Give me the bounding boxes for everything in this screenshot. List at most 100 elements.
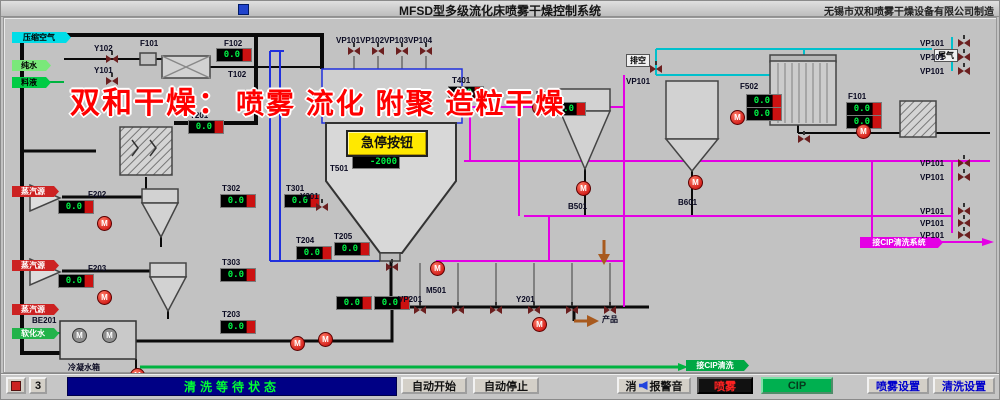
auto-stop-button[interactable]: 自动停止 [473, 377, 539, 394]
source-tag: 接CIP清洗 [686, 360, 749, 371]
speaker-icon [638, 381, 648, 390]
valve-icon[interactable] [106, 51, 118, 64]
cip-mode-button[interactable]: CIP [761, 377, 833, 394]
pump-icon[interactable]: M [72, 328, 87, 343]
manufacturer-text: 无锡市双和喷雾干燥设备有限公司制造 [824, 7, 994, 18]
device-label: 产品 [602, 315, 618, 324]
pump-icon[interactable]: M [688, 175, 703, 190]
blue-pipes [269, 50, 380, 262]
device-label: F501 [536, 90, 555, 99]
source-tag: 压缩空气 [12, 32, 71, 43]
device-label: F102 [224, 39, 243, 48]
valve-label: VP102 [360, 36, 385, 45]
valve-label: VP101 [920, 173, 945, 182]
valve-label: VP101 [920, 231, 945, 240]
source-tag: 蒸汽源 [12, 260, 59, 271]
valve-icon[interactable] [372, 43, 384, 56]
product-drop-arrow [598, 254, 610, 265]
valve-icon[interactable] [958, 169, 970, 182]
value-display: 0.0 [220, 268, 256, 282]
watermark-slogan: 喷雾 流化 附聚 造粒干燥 [236, 88, 566, 119]
pump-icon[interactable]: M [532, 100, 547, 115]
valve-icon[interactable] [798, 131, 810, 144]
source-tag: 蒸汽源 [12, 304, 59, 315]
valve-icon[interactable] [958, 215, 970, 228]
valve-icon[interactable] [528, 302, 540, 315]
valve-icon[interactable] [604, 302, 616, 315]
pump-icon[interactable]: M [532, 317, 547, 332]
cip-arrow [982, 238, 994, 246]
pump-icon[interactable]: M [102, 328, 117, 343]
valve-icon[interactable] [650, 61, 662, 74]
emergency-stop-button[interactable]: 急停按钮 [346, 130, 428, 157]
device-label: T301 [286, 184, 305, 193]
valve-icon[interactable] [566, 302, 578, 315]
valve-icon[interactable] [452, 302, 464, 315]
unit-badge [872, 116, 881, 128]
auto-start-button[interactable]: 自动开始 [401, 377, 467, 394]
source-tag: 蒸汽源 [12, 186, 59, 197]
pump-icon[interactable]: M [730, 110, 745, 125]
pump-icon[interactable]: M [318, 332, 333, 347]
spray-settings-button[interactable]: 喷雾设置 [867, 377, 929, 394]
device-label: BE201 [32, 316, 57, 325]
unit-badge [246, 269, 255, 281]
unit-badge [772, 95, 781, 107]
valve-label: Y102 [94, 44, 113, 53]
unit-badge [246, 321, 255, 333]
tower-outlet [379, 252, 401, 262]
pump-icon[interactable]: M [430, 261, 445, 276]
valve-icon[interactable] [386, 259, 398, 272]
spray-mode-button[interactable]: 喷雾 [697, 377, 753, 394]
valve-icon[interactable] [958, 35, 970, 48]
watermark-text: 双和干燥：喷雾 流化 附聚 造粒干燥 [70, 78, 565, 122]
source-tag: 接CIP清洗系统 [860, 237, 943, 248]
unit-badge [362, 297, 371, 309]
device-label: T203 [222, 310, 241, 319]
unit-badge [84, 275, 93, 287]
hopper-b601-cone [664, 138, 720, 173]
status-banner: 清洗等待状态 [67, 377, 397, 396]
valve-icon[interactable] [958, 203, 970, 216]
valve-icon[interactable] [958, 227, 970, 240]
clean-settings-button[interactable]: 清洗设置 [933, 377, 995, 394]
pump-icon[interactable]: M [97, 290, 112, 305]
unit-badge [246, 195, 255, 207]
valve-icon[interactable] [490, 302, 502, 315]
pump-icon[interactable]: M [290, 336, 305, 351]
mute-alarm-button[interactable]: 消 报警音 [617, 377, 691, 394]
device-label: F202 [88, 190, 107, 199]
mute-prefix: 消 [625, 380, 637, 393]
value-display: 0.0 [550, 102, 586, 116]
device-label: T401 [452, 76, 471, 85]
pump-icon[interactable]: M [97, 216, 112, 231]
tower-top-box [321, 68, 463, 124]
pump-icon[interactable]: M [576, 181, 591, 196]
valve-icon[interactable] [414, 302, 426, 315]
valve-icon[interactable] [316, 199, 328, 212]
valve-icon[interactable] [420, 43, 432, 56]
valve-icon[interactable] [958, 155, 970, 168]
value-display: 0.0 [58, 274, 94, 288]
unit-badge [214, 121, 223, 133]
device-label: T501 [330, 164, 349, 173]
value-display: 0.0 [58, 200, 94, 214]
valve-icon[interactable] [348, 43, 360, 56]
cyclone-1-cone [140, 202, 180, 239]
valve-icon[interactable] [396, 43, 408, 56]
unit-badge [474, 87, 483, 99]
valve-icon[interactable] [958, 63, 970, 76]
device-label: T303 [222, 258, 241, 267]
valve-icon[interactable] [106, 73, 118, 86]
pump-icon[interactable]: M [856, 124, 871, 139]
device-label: F502 [740, 82, 759, 91]
inline-filter [139, 52, 157, 66]
device-label: T201 [190, 111, 209, 120]
valve-icon[interactable] [958, 49, 970, 62]
valve-label: VP101 [920, 67, 945, 76]
device-label: F101 [848, 92, 867, 101]
alarm-indicator-icon [6, 377, 26, 394]
value-display: 0.0 [746, 94, 782, 108]
